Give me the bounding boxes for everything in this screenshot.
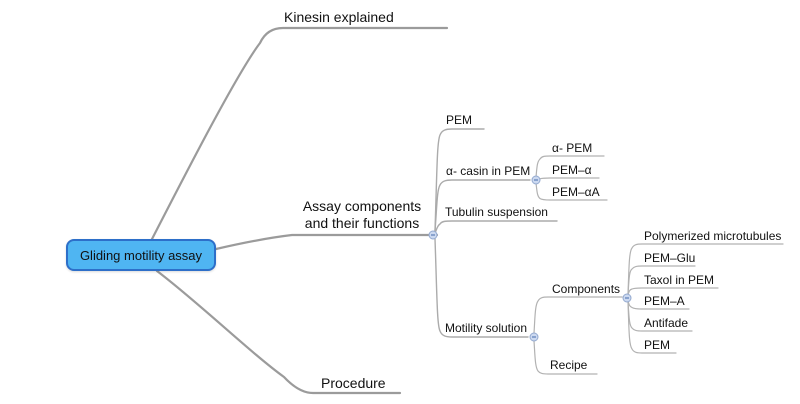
assay-components-line1: Assay components (302, 198, 422, 214)
collapse-handle-components[interactable] (622, 293, 632, 303)
node-motility-solution[interactable]: Motility solution (445, 321, 528, 335)
node-pem-alpha[interactable]: PEM–α (552, 163, 592, 177)
node-pem[interactable]: PEM (446, 113, 473, 127)
collapse-handle-casin[interactable] (531, 175, 541, 185)
collapse-handles (428, 175, 632, 342)
node-polymerized-microtubules[interactable]: Polymerized microtubules (644, 229, 782, 243)
node-root[interactable]: Gliding motility assay (66, 239, 216, 271)
node-alpha-pem[interactable]: α- PEM (552, 141, 593, 155)
node-taxol-in-pem[interactable]: Taxol in PEM (644, 273, 715, 287)
node-procedure[interactable]: Procedure (321, 375, 386, 391)
components-child-edges (627, 243, 784, 354)
node-kinesin-explained[interactable]: Kinesin explained (284, 9, 394, 25)
root-branch-edges (149, 26, 449, 395)
node-pem-a[interactable]: PEM–A (644, 294, 685, 308)
node-pem-glu[interactable]: PEM–Glu (644, 251, 696, 265)
node-tubulin-suspension[interactable]: Tubulin suspension (445, 205, 548, 219)
node-recipe[interactable]: Recipe (550, 358, 588, 372)
assay-child-edges (434, 128, 558, 338)
node-pem-alpha-a[interactable]: PEM–αA (552, 185, 600, 199)
root-label: Gliding motility assay (79, 247, 203, 263)
assay-components-line2: and their functions (304, 215, 420, 231)
node-assay-components[interactable]: Assay components and their functions (287, 198, 437, 232)
node-components[interactable]: Components (552, 282, 621, 296)
node-antifade[interactable]: Antifade (644, 316, 689, 330)
motility-child-edges (533, 296, 623, 375)
collapse-handle-motility[interactable] (529, 332, 539, 342)
node-alpha-casin-in-pem[interactable]: α- casin in PEM (446, 164, 531, 178)
collapse-handle-assay-components[interactable] (428, 230, 438, 240)
node-pem-leaf[interactable]: PEM (644, 338, 671, 352)
